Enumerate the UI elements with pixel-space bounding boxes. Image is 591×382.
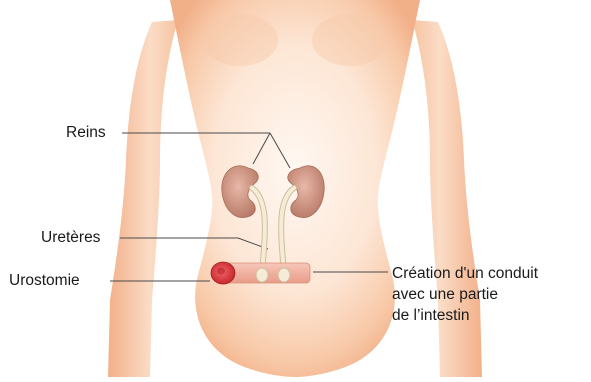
ureters-label: Uretères <box>41 230 100 246</box>
chest-shading-left <box>202 14 278 66</box>
left-ureter-junction <box>256 268 268 282</box>
conduit-label: Création d'un conduit avec une partie de… <box>392 263 591 326</box>
stoma-center <box>217 268 225 275</box>
conduit-label-line-2: avec une partie <box>392 284 591 305</box>
chest-shading-right <box>312 14 388 66</box>
conduit-label-line-3: de l’intestin <box>392 305 591 326</box>
urostomy-label: Urostomie <box>9 273 80 289</box>
right-ureter-junction <box>278 268 290 282</box>
left-arm <box>108 20 178 377</box>
kidneys-label: Reins <box>66 125 106 141</box>
conduit-label-line-1: Création d'un conduit <box>392 263 591 284</box>
